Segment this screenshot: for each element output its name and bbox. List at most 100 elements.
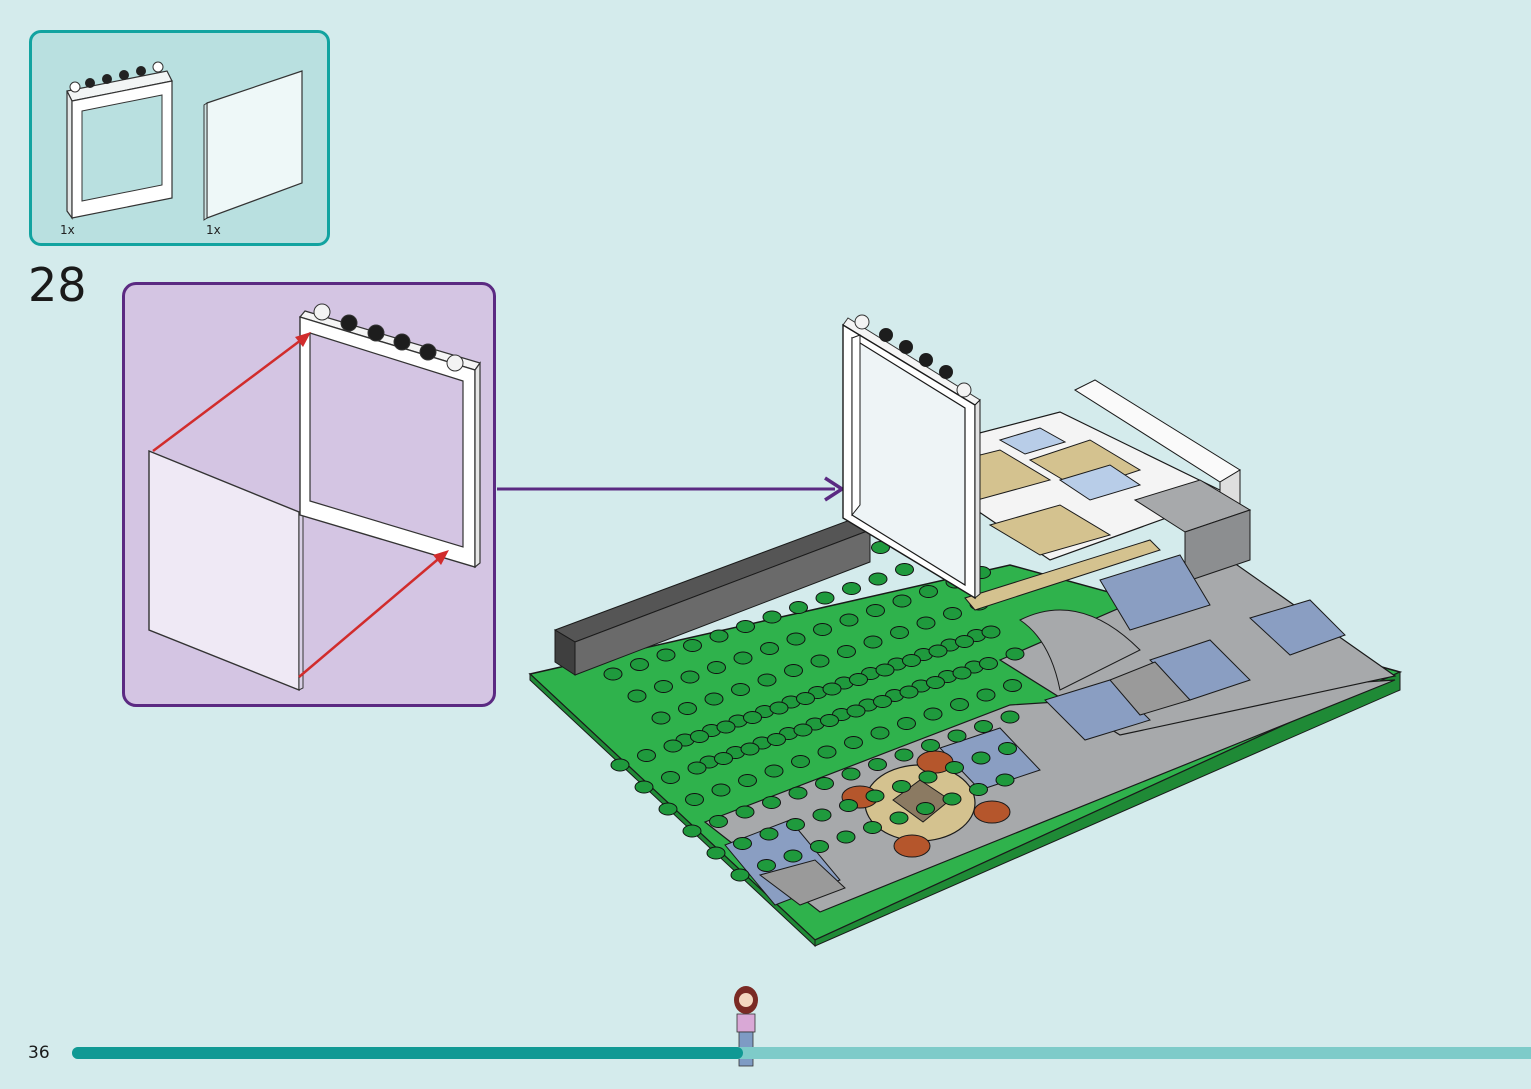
stud [652,712,670,724]
stud [924,708,942,720]
stud [900,686,918,698]
stud [874,696,892,708]
stud [785,665,803,677]
part-quantity: 1x [60,223,75,237]
stud [862,668,880,680]
stud [922,554,940,566]
stud [787,633,805,645]
connector-arrow-icon [497,478,842,500]
stud [792,570,810,582]
stud [850,674,868,686]
stud [688,762,706,774]
stud [761,643,779,655]
stud [845,737,863,749]
stud [734,652,752,664]
stud [739,589,757,601]
stud [700,756,718,768]
stud [891,627,909,639]
stud [664,740,682,752]
stud [927,677,945,689]
stud [705,693,723,705]
window-glass-icon [204,71,302,220]
stud [999,743,1017,755]
stud [872,542,890,554]
stud [838,646,856,658]
stud [816,778,834,790]
stud [973,567,991,579]
stud [922,740,940,752]
stud [739,775,757,787]
stud [982,626,1000,638]
stud [787,819,805,831]
stud [763,611,781,623]
stud [809,687,827,699]
stud [833,709,851,721]
stud [635,781,653,793]
stud [713,599,731,611]
stud [727,747,745,759]
stud [912,680,930,692]
stud [753,737,771,749]
stud [715,753,733,765]
stud [784,850,802,862]
window-frame-icon [300,304,480,567]
stud [811,841,829,853]
stud [766,580,784,592]
stud [732,684,750,696]
stud [864,822,882,834]
baseplate-studs [580,523,1024,882]
stud [814,624,832,636]
stud [869,573,887,585]
build-progress-fill [72,1047,743,1059]
stud [708,662,726,674]
stud [655,681,673,693]
stud [915,649,933,661]
stud [893,781,911,793]
stud [835,677,853,689]
stud [686,794,704,806]
stud [631,659,649,671]
window-frame-icon [67,62,172,218]
stud [968,630,986,642]
stud [789,787,807,799]
stud [840,614,858,626]
stud [712,784,730,796]
stud [580,646,598,658]
stud [765,765,783,777]
window-frame-icon [843,315,980,598]
stud [758,860,776,872]
stud [1004,680,1022,692]
stud [946,576,964,588]
stud [919,771,937,783]
stud [707,847,725,859]
stud [741,743,759,755]
stud [683,825,701,837]
stud [758,674,776,686]
stud [763,797,781,809]
stud [710,630,728,642]
stud [980,658,998,670]
gray-bricks [1020,480,1250,690]
stud [842,768,860,780]
stud [977,689,995,701]
white-brick-wall [1075,380,1240,520]
stud [780,728,798,740]
stud [657,649,675,661]
stud [681,671,699,683]
stud [951,699,969,711]
stud [717,721,735,733]
stud [710,816,728,828]
stud [737,621,755,633]
stud [811,655,829,667]
stud [888,658,906,670]
stud [607,637,625,649]
stud [676,734,694,746]
substep-illustration [125,285,499,710]
part-quantity: 1x [206,223,221,237]
step-number: 28 [28,262,87,308]
stud [638,750,656,762]
stud [813,809,831,821]
stud [792,756,810,768]
stud [943,793,961,805]
stud [948,730,966,742]
